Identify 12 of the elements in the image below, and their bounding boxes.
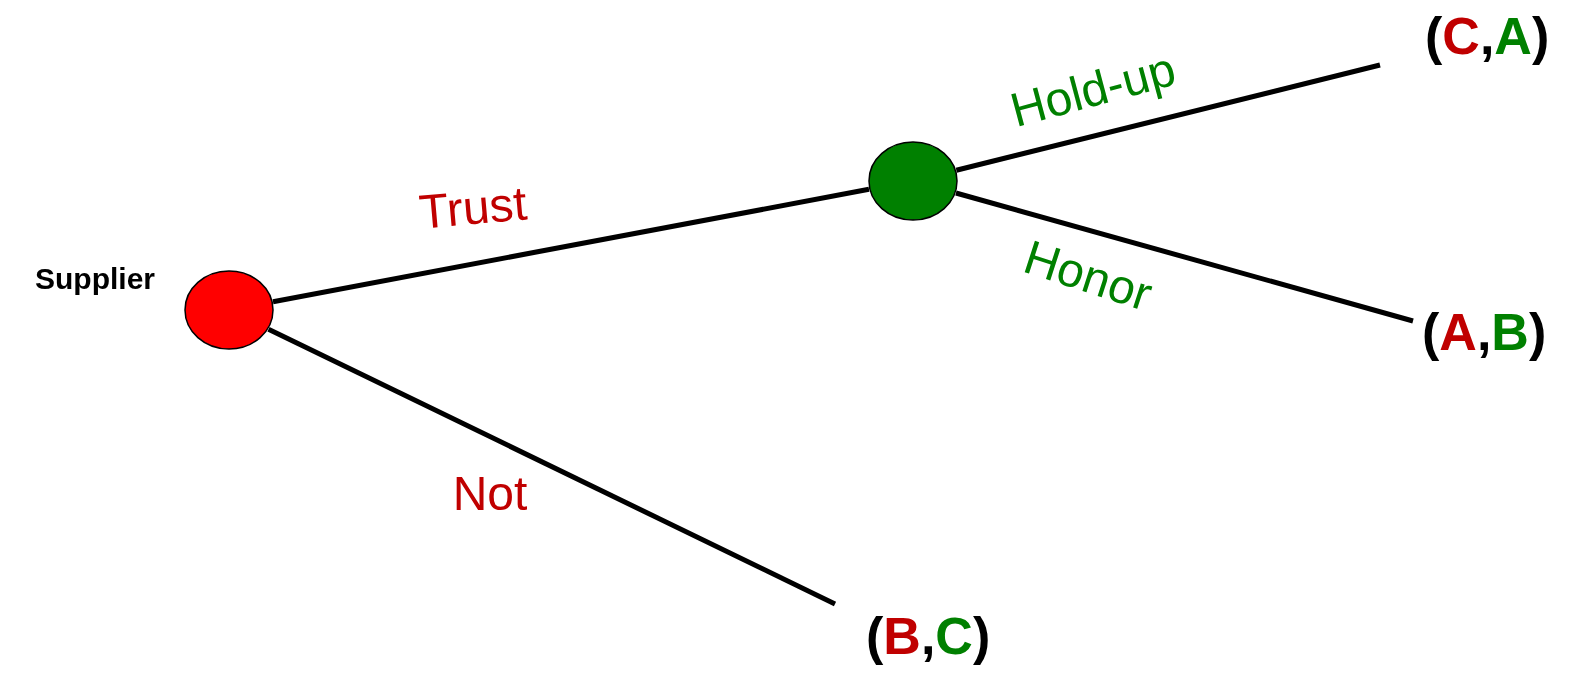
edge-label: Honor xyxy=(1018,233,1158,319)
payoff-text: (C,A) xyxy=(1425,6,1550,67)
edge-label: Trust xyxy=(417,179,529,237)
player-label: Supplier xyxy=(35,260,155,297)
payoff-text: (B,C) xyxy=(866,606,991,667)
payoff-text: (A,B) xyxy=(1422,302,1547,363)
branch-line xyxy=(267,326,837,607)
branch-line xyxy=(272,186,870,305)
edge-label: Hold-up xyxy=(1005,45,1181,135)
edge-label: Not xyxy=(452,470,528,518)
branch-line xyxy=(955,62,1381,173)
branch-line xyxy=(955,190,1414,324)
